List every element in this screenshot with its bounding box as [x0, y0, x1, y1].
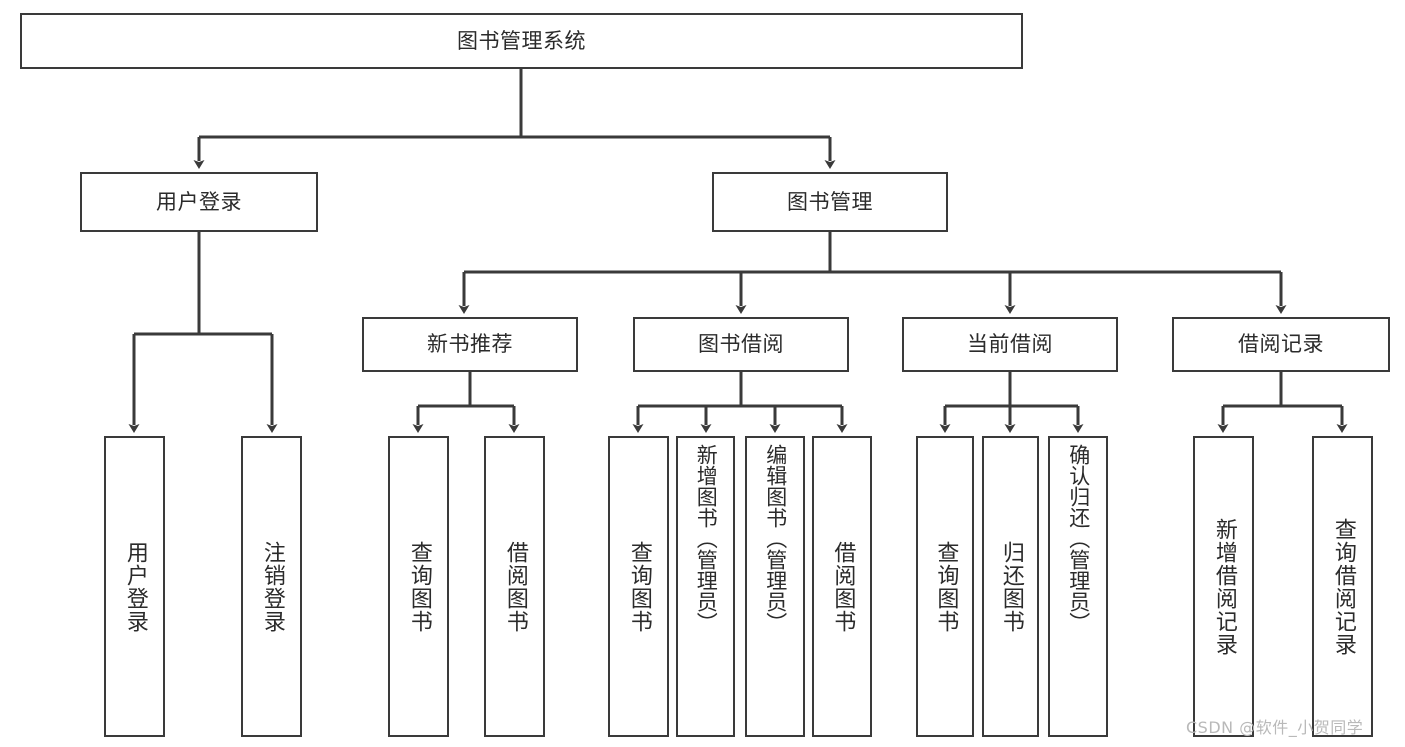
- node-leaf-return-book-label: 归还图书: [998, 540, 1024, 633]
- node-leaf-user-login[interactable]: 用户登录: [104, 436, 165, 737]
- node-leaf-query-book-2[interactable]: 查询图书: [608, 436, 669, 737]
- node-user-login[interactable]: 用户登录: [80, 172, 318, 232]
- node-new-book-rec[interactable]: 新书推荐: [362, 317, 578, 372]
- node-borrow-record-label: 借阅记录: [1238, 332, 1324, 357]
- node-leaf-confirm-return[interactable]: 确认归还（管理员）: [1048, 436, 1108, 737]
- watermark-text: CSDN @软件_小贺同学: [1186, 718, 1364, 737]
- node-leaf-add-record[interactable]: 新增借阅记录: [1193, 436, 1254, 737]
- node-leaf-borrow-book-1-label: 借阅图书: [502, 540, 528, 633]
- node-leaf-return-book[interactable]: 归还图书: [982, 436, 1039, 737]
- node-leaf-edit-book[interactable]: 编辑图书（管理员）: [745, 436, 805, 737]
- node-new-book-rec-label: 新书推荐: [427, 332, 513, 357]
- node-leaf-user-login-label: 用户登录: [122, 540, 148, 633]
- node-leaf-borrow-book-1[interactable]: 借阅图书: [484, 436, 545, 737]
- node-borrow-record[interactable]: 借阅记录: [1172, 317, 1390, 372]
- node-leaf-logout[interactable]: 注销登录: [241, 436, 302, 737]
- node-leaf-add-book-label: 新增图书（管理员）: [694, 444, 719, 633]
- node-leaf-query-record-label: 查询借阅记录: [1330, 517, 1356, 656]
- node-current-borrow[interactable]: 当前借阅: [902, 317, 1118, 372]
- node-leaf-query-book-1[interactable]: 查询图书: [388, 436, 449, 737]
- node-book-borrow[interactable]: 图书借阅: [633, 317, 849, 372]
- node-current-borrow-label: 当前借阅: [967, 332, 1053, 357]
- node-leaf-logout-label: 注销登录: [259, 540, 285, 633]
- node-book-borrow-label: 图书借阅: [698, 332, 784, 357]
- node-book-manage[interactable]: 图书管理: [712, 172, 948, 232]
- node-leaf-add-book[interactable]: 新增图书（管理员）: [676, 436, 735, 737]
- node-root[interactable]: 图书管理系统: [20, 13, 1023, 69]
- node-leaf-query-record[interactable]: 查询借阅记录: [1312, 436, 1373, 737]
- node-root-label: 图书管理系统: [457, 28, 586, 53]
- node-user-login-label: 用户登录: [156, 189, 242, 214]
- node-leaf-query-book-1-label: 查询图书: [406, 540, 432, 633]
- node-leaf-edit-book-label: 编辑图书（管理员）: [763, 444, 788, 633]
- node-leaf-query-book-2-label: 查询图书: [626, 540, 652, 633]
- node-book-manage-label: 图书管理: [787, 189, 873, 214]
- node-leaf-confirm-return-label: 确认归还（管理员）: [1066, 444, 1091, 633]
- node-leaf-borrow-book-2[interactable]: 借阅图书: [812, 436, 872, 737]
- node-leaf-borrow-book-2-label: 借阅图书: [830, 540, 856, 633]
- node-leaf-query-book-3[interactable]: 查询图书: [916, 436, 974, 737]
- node-leaf-query-book-3-label: 查询图书: [933, 540, 959, 633]
- node-leaf-add-record-label: 新增借阅记录: [1211, 517, 1237, 656]
